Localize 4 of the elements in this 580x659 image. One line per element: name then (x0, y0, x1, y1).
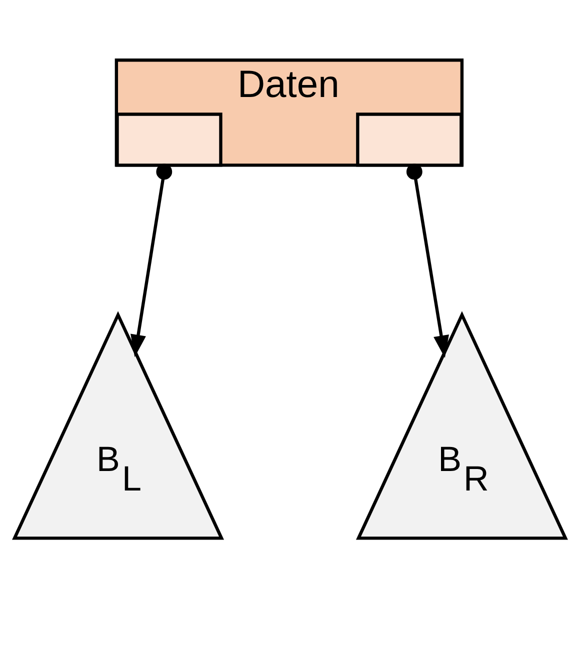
arrow (130, 163, 172, 357)
node-box (116, 112, 222, 166)
arrow (406, 163, 449, 358)
node-box (356, 112, 463, 166)
